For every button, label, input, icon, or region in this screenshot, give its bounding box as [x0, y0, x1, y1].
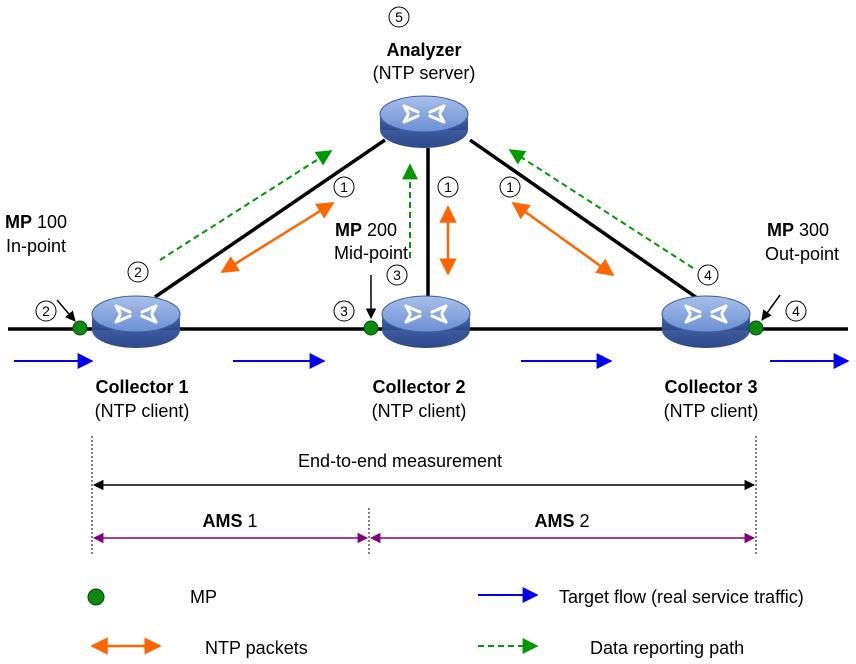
link-analyzer-collector1: [154, 138, 386, 299]
ntp-packet-arrows: [220, 201, 615, 277]
mp-200-point: [363, 320, 379, 336]
legend: MP Target flow (real service traffic) NT…: [87, 587, 804, 658]
mp-100-pointer: [56, 299, 76, 322]
step-circles: [35, 6, 807, 322]
mp-300-label: MP 300: [767, 220, 829, 240]
collector2-router-icon: [380, 294, 472, 350]
analyzer-router-icon: [378, 94, 470, 150]
ams2-label: AMS 2: [534, 511, 589, 531]
mp-200-label: MP 200: [335, 220, 397, 240]
collector1-name: Collector 1: [95, 377, 188, 397]
step-1-right-label: 1: [506, 179, 514, 195]
collector2-role: (NTP client): [372, 401, 467, 421]
mp-300-type: Out-point: [765, 244, 839, 264]
step-1-mid-label: 1: [444, 179, 452, 195]
mp-300-point: [748, 320, 764, 336]
step-2-port-label: 2: [42, 303, 50, 319]
collector3-router-icon: [660, 294, 752, 350]
mp-100-label: MP 100: [5, 212, 67, 232]
legend-target-label: Target flow (real service traffic): [559, 587, 804, 607]
step-4-line-label: 4: [704, 267, 712, 283]
mp-100-point: [72, 320, 88, 336]
collector2-name: Collector 2: [372, 377, 465, 397]
legend-mp-swatch: [87, 588, 105, 606]
e2e-label: End-to-end measurement: [298, 451, 502, 471]
legend-report-label: Data reporting path: [590, 638, 744, 658]
mp-300-pointer: [761, 294, 781, 321]
mp-200-type: Mid-point: [334, 243, 408, 263]
step-4-port-label: 4: [792, 303, 800, 319]
collector1-role: (NTP client): [95, 401, 190, 421]
mp-100-type: In-point: [6, 236, 66, 256]
step-5-label: 5: [395, 9, 403, 25]
collector3-name: Collector 3: [664, 377, 757, 397]
legend-mp-label: MP: [190, 587, 217, 607]
analyzer-name: Analyzer: [386, 40, 461, 60]
ams1-label: AMS 1: [202, 511, 257, 531]
data-reporting-arrows: [159, 149, 694, 269]
collector3-role: (NTP client): [664, 401, 759, 421]
link-analyzer-collector3: [469, 138, 701, 302]
analyzer-role: (NTP server): [373, 63, 476, 83]
step-1-left-label: 1: [340, 179, 348, 195]
step-2-line-label: 2: [134, 264, 142, 280]
step-3-line-label: 3: [393, 267, 401, 283]
legend-ntp-label: NTP packets: [205, 638, 308, 658]
step-3-port-label: 3: [340, 303, 348, 319]
collector1-router-icon: [90, 294, 182, 350]
